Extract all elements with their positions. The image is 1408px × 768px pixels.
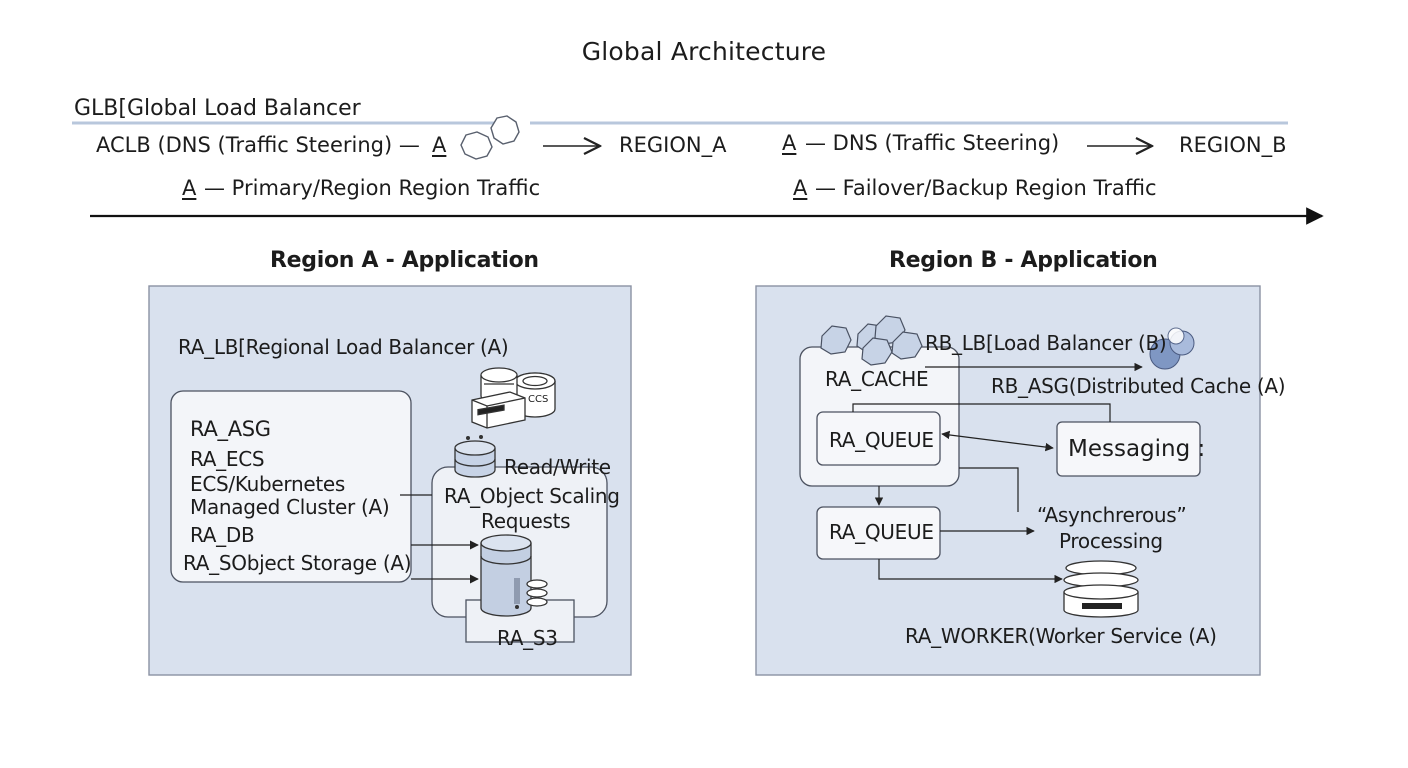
database-cylinder-icon (480, 534, 548, 617)
cache-cubes-icon (820, 315, 923, 366)
queue-messaging-arrow (941, 430, 1054, 452)
a-right-marker: A (782, 131, 797, 155)
worker-disk-stack-icon (1063, 560, 1139, 618)
region-a-title: Region A - Application (270, 248, 539, 273)
ccs-server-icon (471, 367, 556, 429)
requests-label: Requests (481, 509, 571, 533)
messaging-box (1056, 421, 1201, 477)
load-balancer-spheres-icon (1149, 327, 1195, 370)
ra-queue-inner-label: RA_QUEUE (829, 428, 934, 452)
rb-lb-label: RB_LB[Load Balancer (B) (925, 331, 1167, 355)
messaging-label: Messaging : (1068, 436, 1206, 462)
processing-label: Processing (1059, 529, 1163, 553)
region-b-target: REGION_B (1179, 133, 1287, 157)
ccs-label: CCS (528, 394, 549, 405)
ecs-kubernetes-label: ECS/Kubernetes (190, 472, 346, 496)
glb-label: GLB[Global Load Balancer (74, 96, 361, 121)
ra-lb-label: RA_LB[Regional Load Balancer (A) (178, 335, 509, 359)
rb-asg-label: RB_ASG(Distributed Cache (A) (991, 374, 1286, 398)
dns-traffic-steering-label: — DNS (Traffic Steering) (805, 131, 1060, 155)
ra-queue-lower-label: RA_QUEUE (829, 520, 934, 544)
ra-asg-label: RA_ASG (190, 417, 271, 441)
aclb-label: ACLB (DNS (Traffic Steering) — (96, 133, 420, 157)
ra-s3-label: RA_S3 (497, 626, 558, 650)
a-primary-marker: A (182, 176, 197, 200)
a-failover-marker: A (793, 176, 808, 200)
ra-object-storage-label: RA_SObject Storage (A) (183, 551, 412, 575)
region-a-target: REGION_A (619, 133, 727, 157)
rb-queue-inner-box (816, 411, 941, 466)
primary-traffic-label: — Primary/Region Region Traffic (204, 176, 541, 200)
page-title: Global Architecture (581, 37, 827, 66)
ra-ecs-label: RA_ECS (190, 447, 265, 471)
object-store-icon (454, 435, 496, 478)
queue-to-worker-arrow (878, 559, 1063, 584)
a-left-marker: A (432, 133, 447, 157)
ra-cache-label: RA_CACHE (825, 367, 929, 391)
ra-worker-label: RA_WORKER(Worker Service (A) (905, 624, 1217, 648)
asynchronous-label: “Asynchrerous” (1037, 503, 1187, 527)
hexagon-cluster-icon (460, 115, 520, 160)
managed-cluster-label: Managed Cluster (A) (190, 495, 390, 519)
failover-traffic-label: — Failover/Backup Region Traffic (815, 176, 1157, 200)
cache-to-async-connector (959, 467, 1019, 512)
region-b-title: Region B - Application (889, 248, 1158, 273)
cache-to-asg-connector (852, 403, 1111, 422)
read-write-label: Read/Write (504, 455, 611, 479)
ra-object-scaling-label: RA_Object Scaling (444, 484, 620, 508)
ra-asg-box (170, 390, 412, 583)
ra-db-label: RA_DB (190, 523, 255, 547)
